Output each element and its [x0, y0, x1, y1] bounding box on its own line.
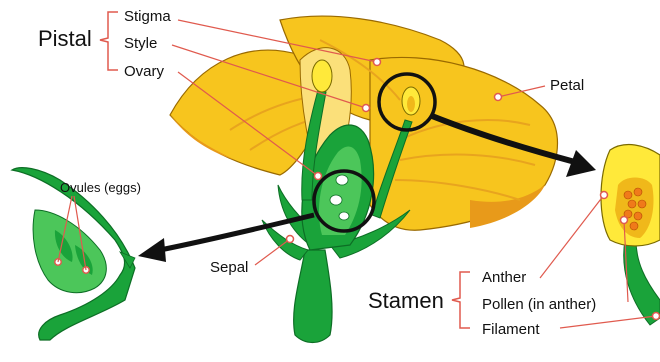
stem	[294, 250, 332, 343]
label-ovary: Ovary	[124, 63, 165, 80]
flower-illustration	[170, 16, 558, 342]
label-stigma: Stigma	[124, 8, 171, 25]
label-pistal: Pistal	[38, 26, 92, 51]
anther-detail	[601, 145, 660, 325]
label-pollen: Pollen (in anther)	[482, 296, 596, 313]
label-stamen: Stamen	[368, 288, 444, 313]
pistal-brace	[100, 12, 118, 70]
label-anther: Anther	[482, 269, 526, 286]
label-petal: Petal	[550, 77, 584, 94]
label-style: Style	[124, 35, 157, 52]
stigma	[312, 60, 332, 92]
label-filament: Filament	[482, 321, 540, 338]
stamen-brace	[452, 272, 470, 328]
label-sepal: Sepal	[210, 259, 248, 276]
anther-inner	[407, 96, 415, 112]
label-ovules: Ovules (eggs)	[60, 180, 141, 195]
